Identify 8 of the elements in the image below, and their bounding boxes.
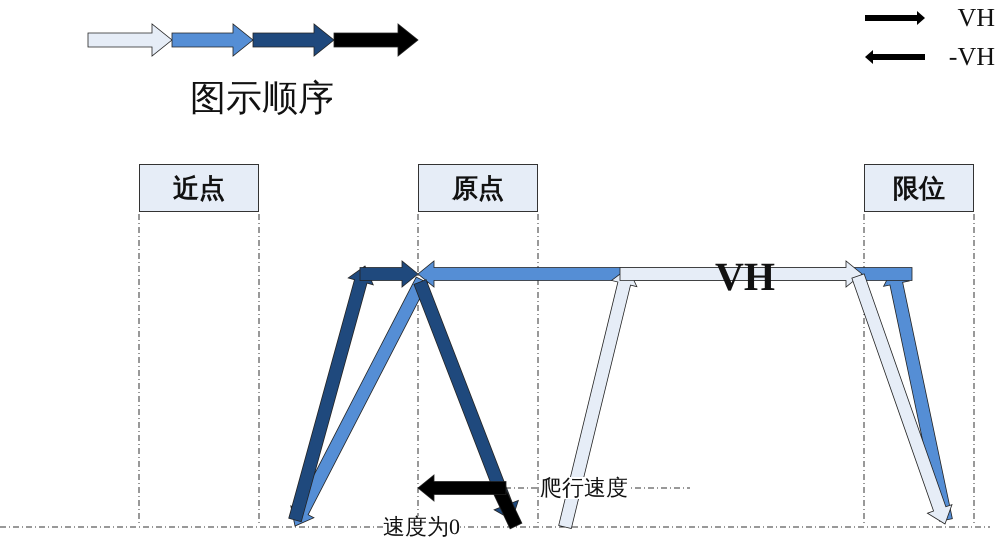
- legend-label: -VH: [948, 44, 995, 70]
- location-box: 限位: [864, 164, 974, 212]
- speed-label: 爬行速度: [540, 477, 628, 499]
- legend-label: VH: [957, 5, 995, 31]
- sequence-caption: 图示顺序: [190, 80, 334, 116]
- location-box: 近点: [139, 164, 259, 212]
- speed-label: 速度为0: [383, 516, 460, 538]
- location-box: 原点: [418, 164, 538, 212]
